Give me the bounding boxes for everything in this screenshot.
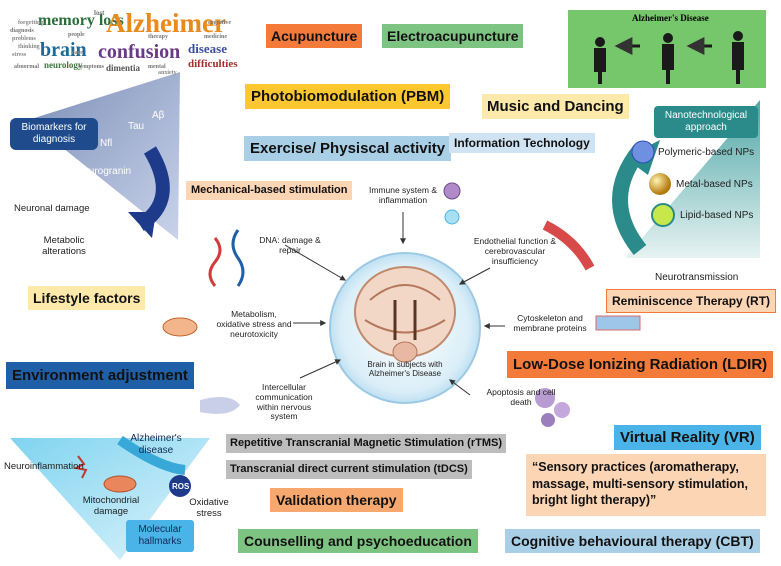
wc-word: thinking: [18, 44, 40, 50]
wc-lost: lost: [94, 9, 105, 17]
molecular-label: Molecular hallmarks: [126, 520, 194, 552]
biomarkers-title: Biomarkers for diagnosis: [10, 118, 98, 150]
polymeric-np: [631, 140, 655, 164]
lifestyle-label: Lifestyle factors: [28, 286, 146, 310]
apoptosis-label: Apoptosis and cell death: [486, 387, 556, 407]
polymeric-label: Polymeric-based NPs: [658, 147, 755, 158]
tau-label: Tau: [128, 121, 145, 132]
wc-confusion: confusion: [98, 41, 181, 63]
wc-memory-loss: memory loss: [38, 12, 124, 29]
pbm-label: Photobiomodulation (PBM): [245, 84, 451, 109]
cbt-label: Cognitive behavioural therapy (CBT): [505, 529, 760, 553]
wc-word: mental: [148, 64, 166, 70]
mechanical-label: Mechanical-based stimulation: [186, 181, 353, 200]
intercellular-label: Intercellular communication within nervo…: [255, 382, 313, 422]
wc-brain: brain: [40, 39, 87, 61]
wc-word: stress: [12, 52, 27, 58]
lipid-label: Lipid-based NPs: [680, 210, 754, 221]
wc-disease: disease: [188, 41, 227, 56]
acupuncture-label: Acupuncture: [266, 24, 363, 48]
wc-word: abnormal: [14, 64, 40, 70]
wc-alzheimer: Alzheimer: [106, 8, 226, 38]
wc-word: cognitive: [208, 20, 231, 26]
nfl-label: Nfl: [100, 138, 113, 149]
wc-word: care: [72, 50, 83, 56]
counselling-label: Counselling and psychoeducation: [238, 529, 478, 553]
wc-word: problems: [12, 36, 36, 42]
word-cloud: memory loss Alzheimer brain confusion di…: [8, 6, 248, 77]
metal-label: Metal-based NPs: [676, 179, 753, 190]
lipid-np: [651, 203, 675, 227]
neuroinflammation-label: Neuroinflammation: [4, 461, 84, 472]
oxidative-label: Oxidative stress: [189, 497, 229, 519]
vr-label: Virtual Reality (VR): [614, 425, 761, 450]
wc-difficulties: difficulties: [188, 58, 238, 70]
exercise-label: Exercise/ Physiscal activity: [244, 136, 452, 161]
dna-label: DNA: damage & repair: [259, 235, 321, 255]
metabolism-label: Metabolism, oxidative stress and neuroto…: [216, 309, 292, 339]
validation-label: Validation therapy: [270, 488, 403, 512]
cytoskeleton-label: Cytoskeleton and membrane proteins: [513, 313, 587, 333]
wc-dimentia: dimentia: [106, 63, 141, 73]
reminiscence-label: Reminiscence Therapy (RT): [606, 289, 777, 313]
electroacupuncture-label: Electroacupuncture: [382, 24, 524, 48]
ldir-label: Low-Dose Ionizing Radiation (LDIR): [507, 351, 774, 378]
metal-np: [649, 173, 671, 195]
info-tech-label: Information Technology: [449, 133, 595, 153]
ad-label: Alzheimer's disease: [130, 433, 182, 456]
environment-label: Environment adjustment: [6, 362, 194, 389]
neuronal-damage-label: Neuronal damage: [14, 203, 90, 214]
wc-word: medicine: [204, 34, 227, 40]
wc-word: forgetting: [18, 20, 44, 26]
wc-neurology: neurology: [44, 60, 83, 70]
sensory-box: “Sensory practices (aromatherapy, massag…: [526, 454, 766, 516]
sensory-label: “Sensory practices (aromatherapy, massag…: [532, 460, 749, 507]
endothelial-label: Endothelial function & cerebrovascular i…: [473, 236, 557, 266]
wc-word: symptoms: [78, 64, 105, 70]
brain-caption: Brain in subjects with Alzheimer's Disea…: [367, 360, 443, 379]
nano-title: Nanotechnological approach: [654, 106, 758, 138]
metabolic-label: Metabolic alterations: [42, 235, 86, 257]
immune-label: Immune system & inflammation: [368, 185, 438, 205]
biomarkers-triangle: [28, 72, 180, 240]
wc-word: people: [68, 32, 85, 38]
neurotransmission-label: Neurotransmission: [655, 272, 739, 283]
neurogranin-label: Neurogranin: [76, 166, 132, 177]
ad-progression-title: Alzheimer's Disease: [632, 13, 709, 23]
wc-word: therapy: [148, 34, 168, 40]
ros-label: ROS: [172, 482, 190, 491]
mitochondrial-label: Mitochondrial damage: [82, 495, 140, 517]
wc-word: anxiety: [158, 70, 177, 76]
tdcs-label: Transcranial direct current stimulation …: [226, 460, 472, 479]
rtms-label: Repetitive Transcranial Magnetic Stimula…: [226, 434, 506, 453]
music-label: Music and Dancing: [482, 94, 629, 119]
wc-word: diagnosis: [10, 28, 34, 34]
abeta-label: Aβ: [152, 110, 165, 121]
